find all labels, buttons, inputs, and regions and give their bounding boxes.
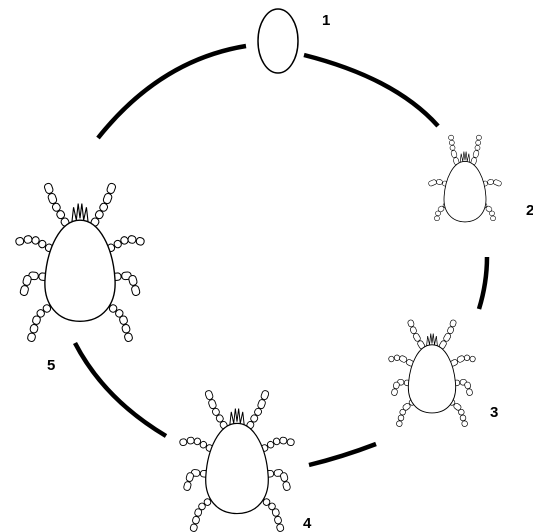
- mite-layer: [15, 135, 502, 532]
- leg-right-2: [106, 235, 145, 253]
- leg-right-1: [438, 319, 456, 349]
- leg-right-2: [260, 437, 294, 453]
- stage-label-1: 1: [322, 12, 330, 29]
- leg-left-2: [179, 437, 213, 453]
- stage-1-egg: [258, 9, 298, 73]
- leg-left-1: [44, 182, 71, 227]
- stage-labels: 1 2 3 4 5: [47, 12, 533, 532]
- leg-right-1: [90, 182, 117, 227]
- stage-label-4: 4: [303, 515, 312, 532]
- egg-icon: [258, 9, 298, 73]
- leg-left-1: [448, 135, 459, 165]
- body-icon: [45, 220, 115, 321]
- body-icon: [206, 423, 269, 513]
- leg-left-1: [205, 390, 229, 430]
- stage-label-2: 2: [526, 202, 533, 219]
- arc-4-to-5: [75, 343, 166, 436]
- arc-3-to-4: [309, 444, 376, 465]
- stage-4-deutonymph-icon: [179, 390, 295, 532]
- stage-2-larva-icon: [428, 135, 502, 222]
- leg-right-1: [470, 135, 481, 165]
- stage-3-protonymph-icon: [388, 319, 476, 427]
- leg-left-2: [15, 235, 54, 253]
- leg-right-1: [246, 390, 270, 430]
- stage-label-3: 3: [490, 404, 498, 421]
- arc-1-to-2: [304, 55, 438, 126]
- arc-5-to-1: [98, 46, 246, 138]
- leg-right-2: [449, 354, 475, 366]
- arc-2-to-3: [479, 257, 487, 309]
- body-icon: [444, 161, 486, 222]
- stage-5-adult-icon: [15, 182, 145, 342]
- stage-label-5: 5: [47, 357, 55, 374]
- leg-left-1: [407, 319, 425, 349]
- body-icon: [408, 345, 455, 413]
- leg-left-2: [388, 354, 414, 366]
